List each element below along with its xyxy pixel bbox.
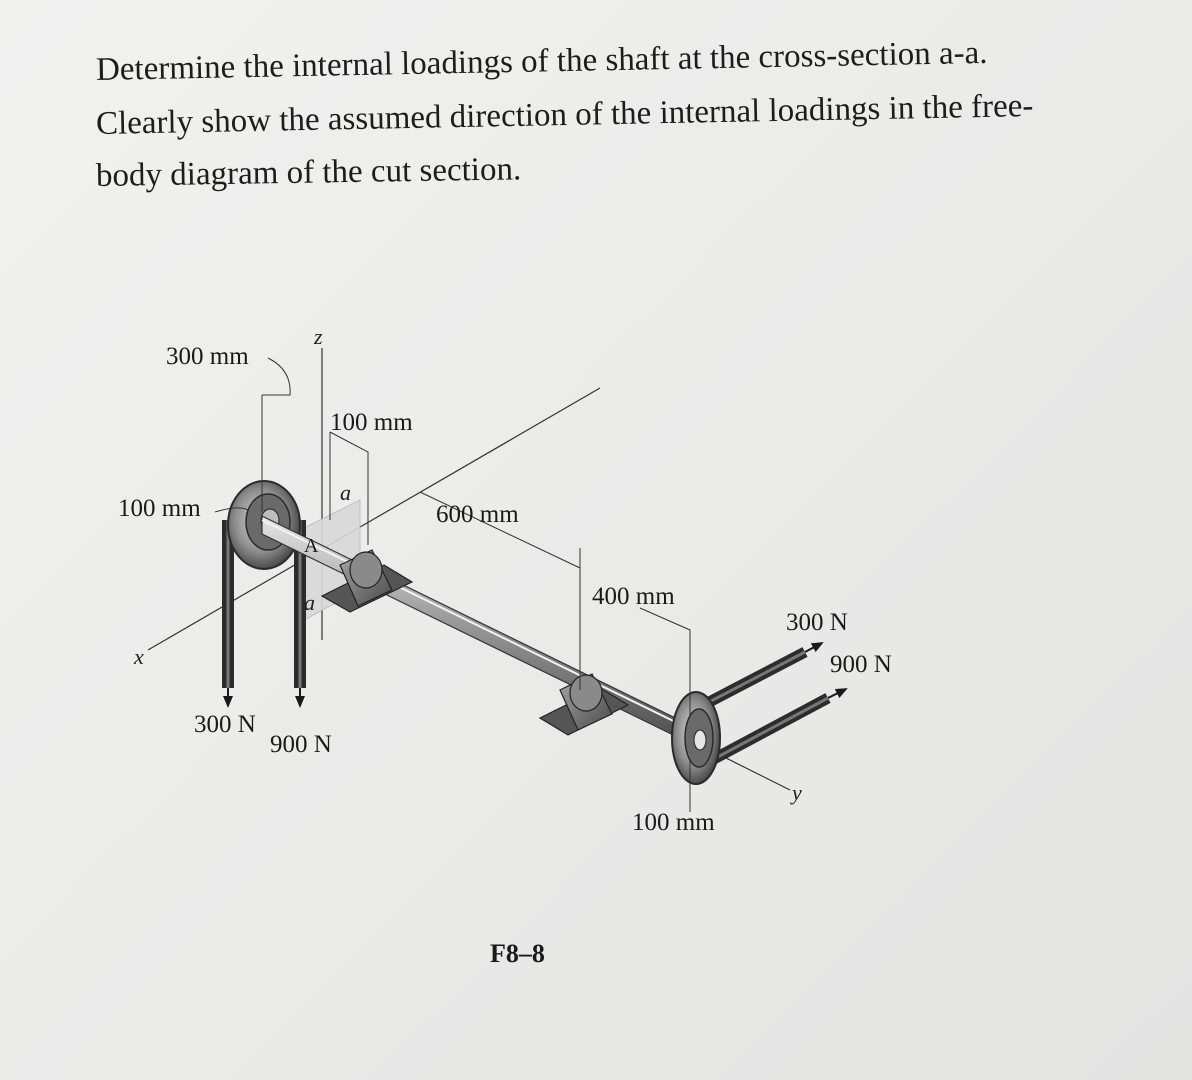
force-900n-right-label: 900 N [830, 651, 892, 678]
force-900n-left-label: 900 N [270, 731, 332, 758]
force-arrow-right-2 [827, 688, 848, 699]
bearing-left [320, 549, 414, 613]
dim-100mm-section-label: 100 mm [330, 409, 413, 436]
force-300n-right-label: 300 N [786, 609, 848, 636]
axis-y-label: y [790, 780, 802, 805]
dim-100mm-right-label: 100 mm [632, 809, 715, 836]
dim-600mm-label: 600 mm [436, 501, 519, 528]
shaft [261, 515, 701, 749]
dimension-lines [214, 357, 691, 812]
figure-caption: F8–8 [490, 939, 545, 968]
dim-400mm-label: 400 mm [592, 583, 675, 610]
section-a-bottom-label: a [304, 590, 315, 615]
axis-x-label: x [133, 644, 144, 669]
force-300n-left-label: 300 N [194, 711, 256, 738]
dim-100mm-left-label: 100 mm [118, 495, 201, 522]
bearing-right [538, 673, 630, 736]
dim-300mm-label: 300 mm [166, 343, 249, 370]
axis-z-label: z [313, 324, 323, 349]
right-pulley [671, 691, 721, 785]
point-a-label: A [304, 535, 319, 557]
force-arrow-right-1 [804, 642, 824, 653]
section-a-top-label: a [340, 480, 351, 505]
